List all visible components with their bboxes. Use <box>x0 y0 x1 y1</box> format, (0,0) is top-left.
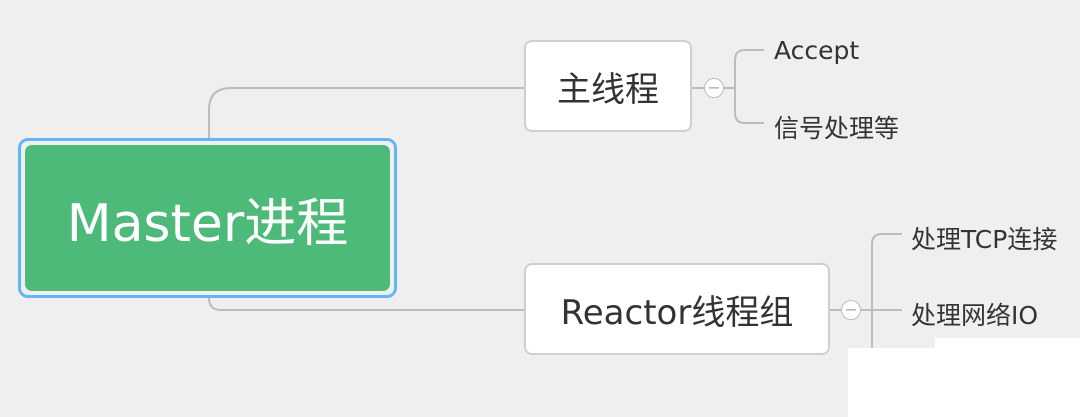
branch-node-reactor-thread-group[interactable]: Reactor线程组 <box>524 263 830 355</box>
connector-main-to-accept <box>724 49 764 89</box>
connector-reactor-to-tcp <box>861 233 902 311</box>
collapse-reactor-group-button[interactable]: − <box>841 300 861 320</box>
leaf-node-accept[interactable]: Accept <box>774 36 860 65</box>
branch-node-main-thread[interactable]: 主线程 <box>524 40 692 132</box>
connector-root-to-reactor-group <box>208 297 524 311</box>
root-node-label: Master进程 <box>25 145 390 291</box>
connector-root-to-main-thread <box>208 87 524 138</box>
leaf-node-signal-handling[interactable]: 信号处理等 <box>774 114 900 143</box>
leaf-node-handle-network-io[interactable]: 处理网络IO <box>911 301 1039 330</box>
connector-main-to-signal <box>734 88 764 124</box>
root-node-master-process[interactable]: Master进程 <box>18 138 397 298</box>
white-overlay-region <box>848 348 1080 417</box>
leaf-node-handle-tcp-connection[interactable]: 处理TCP连接 <box>911 225 1058 254</box>
white-overlay-strip <box>935 338 1080 350</box>
collapse-main-thread-button[interactable]: − <box>704 78 724 98</box>
